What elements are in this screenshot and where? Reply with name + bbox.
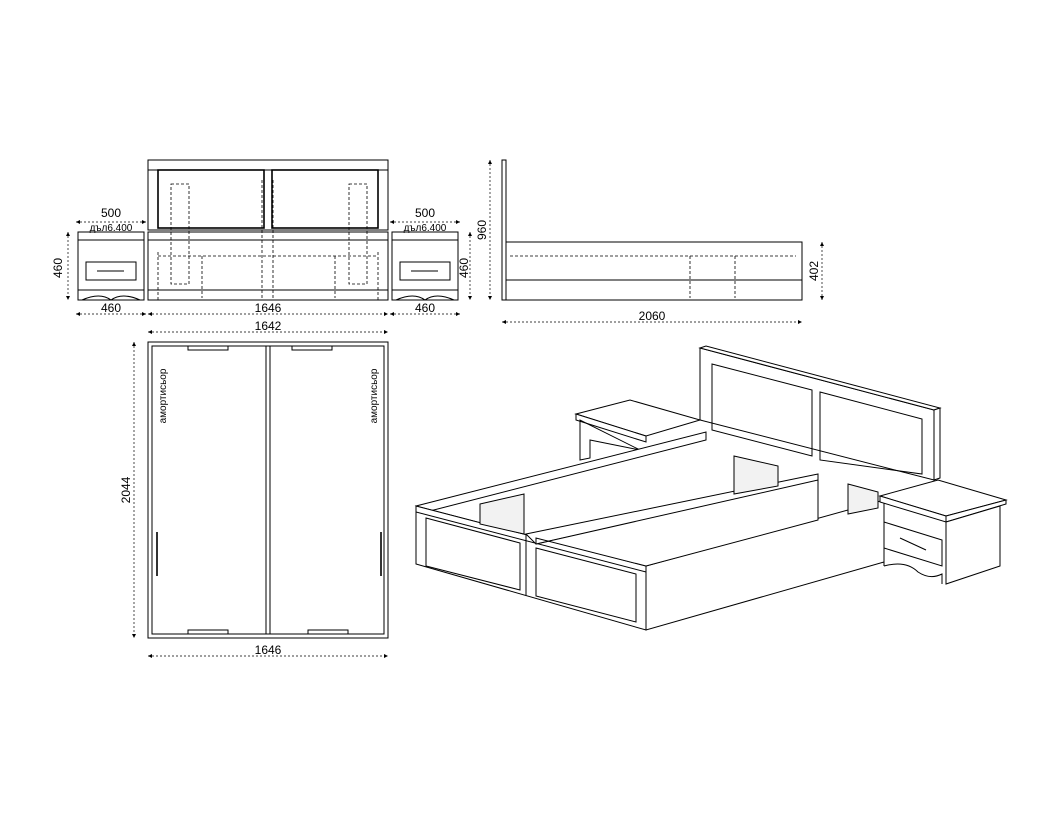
isometric-view xyxy=(414,345,1008,631)
dim-side-length: 2060 xyxy=(639,309,666,323)
side-view: 960 402 2060 xyxy=(475,159,825,325)
top-frame xyxy=(147,341,389,639)
dim-nightstand-left-height: 460 xyxy=(51,258,65,278)
side-headboard xyxy=(501,159,507,301)
headboard xyxy=(147,159,389,231)
label-shock-absorber-right: амортисьор xyxy=(369,368,380,423)
dim-side-height: 960 xyxy=(475,220,489,240)
dim-nightstand-left-base: 460 xyxy=(101,301,121,315)
label-shock-absorber-left: амортисьор xyxy=(158,368,169,423)
note-nightstand-left-thickness: дъл6.400 xyxy=(90,223,133,234)
headboard-panel-right xyxy=(271,169,379,229)
headboard-panel-left xyxy=(157,169,265,229)
dim-side-frame-height: 402 xyxy=(807,261,821,281)
top-view: амортисьор амортисьор 2044 1646 xyxy=(119,341,389,659)
dim-nightstand-right-width: 500 xyxy=(415,206,435,220)
dim-bed-width-front: 1646 xyxy=(255,301,282,315)
note-nightstand-right-thickness: дъл6.400 xyxy=(404,223,447,234)
dim-bed-width-outer: 1642 xyxy=(255,319,282,333)
front-view: 500 дъл6.400 500 дъл6.400 460 460 460 46… xyxy=(51,159,473,335)
dim-nightstand-right-height: 460 xyxy=(457,258,471,278)
dim-nightstand-right-base: 460 xyxy=(415,301,435,315)
side-frame xyxy=(505,241,803,301)
dim-top-length: 2044 xyxy=(119,476,133,503)
bed-frame-front xyxy=(147,231,389,301)
dim-nightstand-left-width: 500 xyxy=(101,206,121,220)
dim-top-width: 1646 xyxy=(255,643,282,657)
